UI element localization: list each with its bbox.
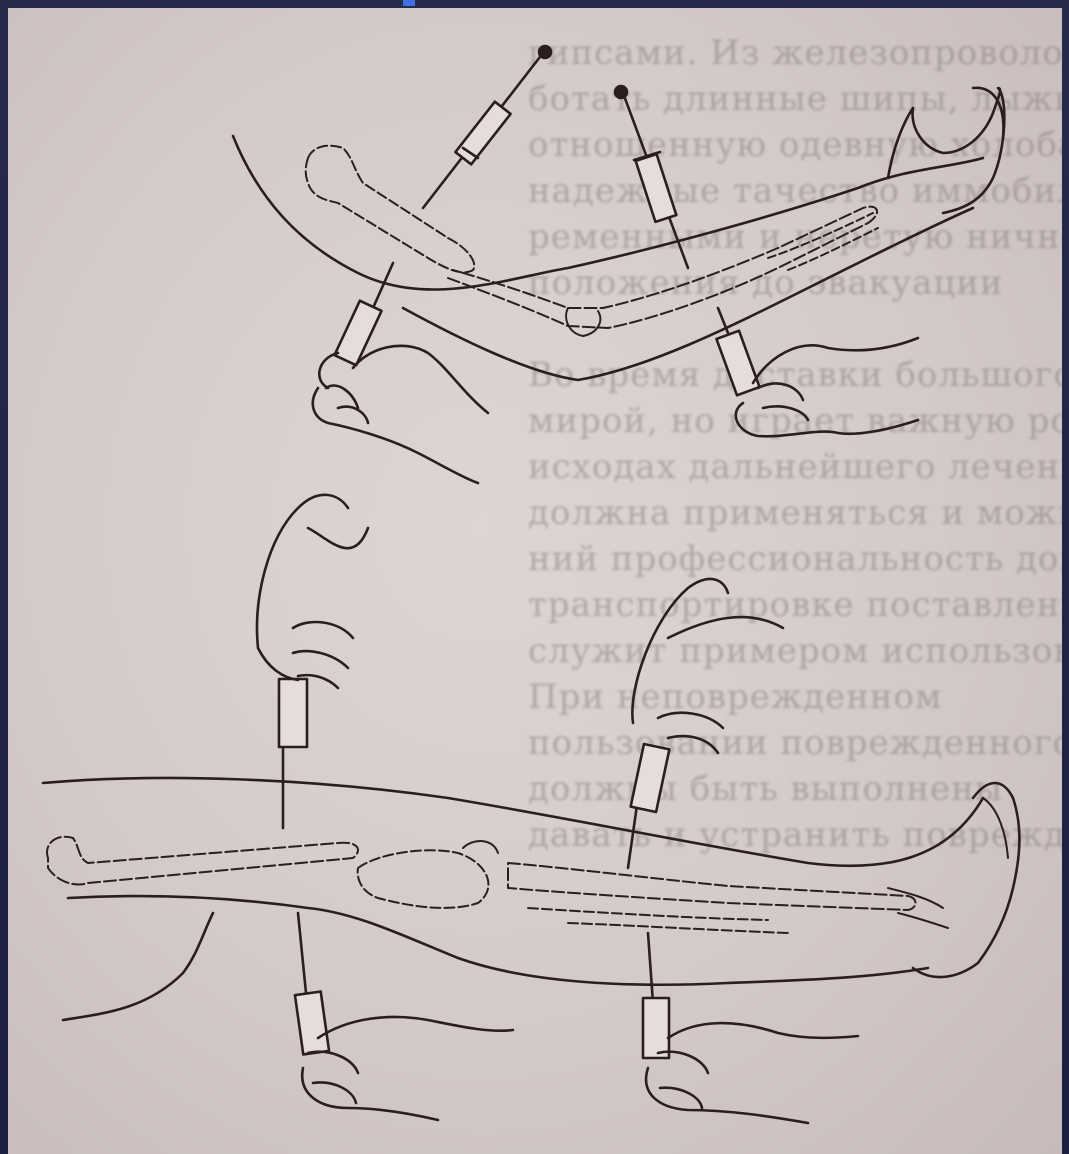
hand-8-fingers	[658, 1052, 708, 1108]
arm-hand-outline	[888, 88, 1004, 213]
syringe-8-barrel	[643, 998, 669, 1058]
forearm-bones	[448, 207, 877, 328]
syringe-6-barrel	[631, 744, 670, 812]
syringe-1-barrel	[455, 102, 510, 165]
foot-outline	[913, 783, 1019, 977]
needle-8	[648, 933, 653, 1003]
medical-illustration	[8, 8, 1062, 1154]
needle-1-head	[539, 46, 551, 58]
hand-7-fingers	[308, 1052, 358, 1103]
fibula-bone	[528, 908, 788, 933]
ankle-bones	[888, 888, 948, 928]
knee-joint	[358, 850, 489, 908]
syringe-7-barrel	[295, 991, 329, 1054]
hand-4-fingers	[758, 384, 808, 420]
needle-2-head	[615, 86, 627, 98]
syringe-3-barrel	[334, 301, 381, 366]
syringe-4-barrel	[716, 331, 759, 396]
buttock-curve	[63, 913, 213, 1020]
toes	[983, 798, 1008, 858]
leg-outline-bottom	[68, 896, 928, 985]
syringe-2-barrel	[636, 154, 677, 222]
patella	[463, 841, 498, 853]
hand-6-fingers	[658, 713, 723, 753]
arm-figure	[233, 46, 1004, 483]
humerus-bone	[306, 146, 475, 273]
elbow-joint	[566, 308, 600, 336]
needle-7	[298, 913, 306, 993]
arm-outline-top	[233, 136, 983, 290]
book-page: гипсами. Из железопроволочных ботать дли…	[8, 8, 1062, 1154]
hand-3-outline	[313, 346, 488, 483]
leg-figure	[43, 495, 1019, 1123]
hand-8-outline	[646, 1023, 858, 1123]
femur-bone	[47, 837, 358, 885]
syringe-5-barrel	[279, 679, 307, 747]
leg-outline-top	[43, 778, 983, 866]
hand-6-outline	[632, 579, 783, 723]
top-edge-marker	[403, 0, 415, 6]
hand-3-fingers	[326, 386, 368, 423]
tibia-bone	[508, 863, 916, 910]
hand-7-outline	[302, 1017, 513, 1120]
